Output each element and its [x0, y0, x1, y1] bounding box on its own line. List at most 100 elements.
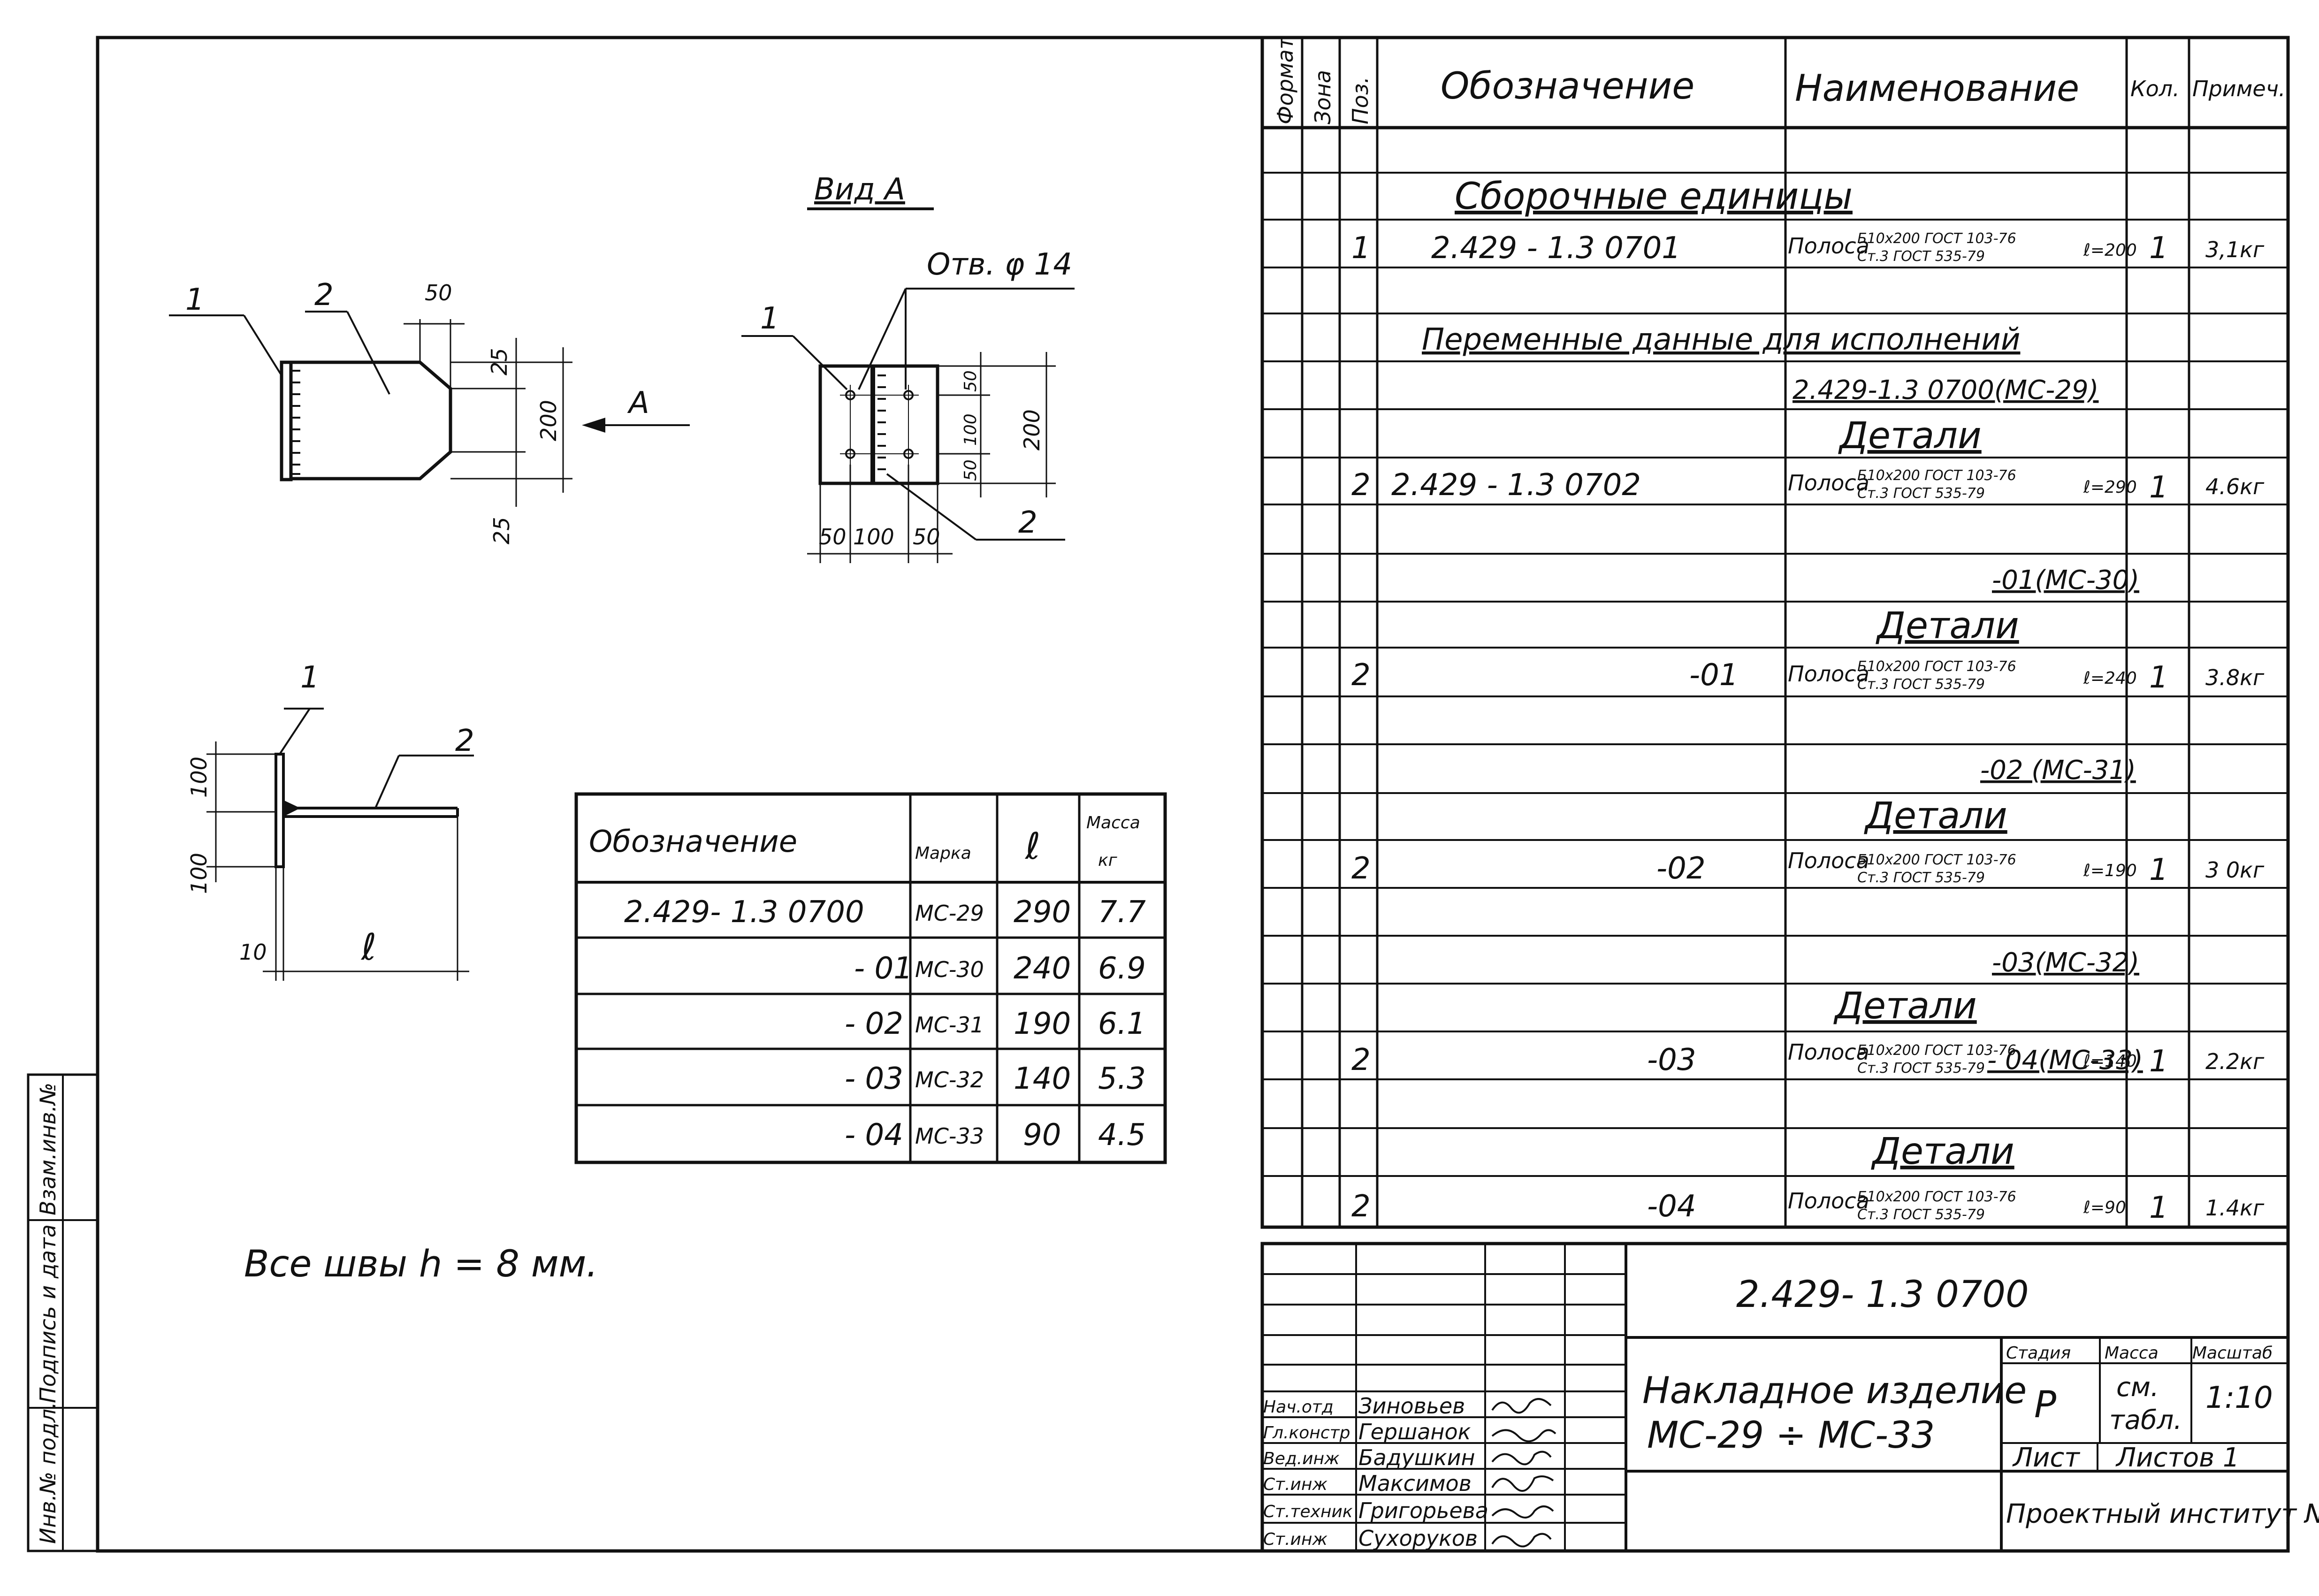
callout-1: 1 — [300, 660, 320, 695]
organization: Проектный институт №1 — [2006, 1499, 2319, 1529]
stage-label: Стадия — [2006, 1344, 2071, 1363]
svg-text:5.3: 5.3 — [1098, 1061, 1146, 1096]
scale-value: 1:10 — [2205, 1381, 2273, 1415]
details-heading: Детали — [1838, 415, 1982, 457]
replaces-inv-label: Взам.инв.№ — [35, 1083, 61, 1215]
dim-100-right: 100 — [961, 413, 980, 446]
svg-text:7.7: 7.7 — [1098, 895, 1146, 930]
signature — [1491, 1505, 1554, 1519]
svg-text:1: 1 — [2149, 1191, 2168, 1225]
svg-text:Григорьева: Григорьева — [1358, 1498, 1488, 1523]
spec-row: 2 -02 Полоса Б10х200 ГОСТ 103-76 Ст.3 ГО… — [1351, 848, 2265, 887]
dim-100-bottom: 100 — [186, 853, 212, 894]
svg-text:Ст.техник: Ст.техник — [1263, 1502, 1353, 1521]
plate-section — [275, 753, 285, 868]
signature — [1491, 1429, 1556, 1443]
svg-text:Ст.инж: Ст.инж — [1263, 1530, 1327, 1549]
svg-text:2.429 - 1.3 0702: 2.429 - 1.3 0702 — [1391, 468, 1641, 503]
vt-header-kg: кг — [1098, 851, 1118, 870]
svg-text:190: 190 — [1014, 1007, 1071, 1041]
sheets-label: Листов 1 — [2115, 1443, 2240, 1473]
details-heading: Детали — [1871, 1130, 2014, 1173]
signature — [1491, 1533, 1552, 1548]
dim-l: ℓ — [360, 926, 376, 969]
svg-text:Б10х200 ГОСТ 103-76: Б10х200 ГОСТ 103-76 — [1857, 1189, 2016, 1205]
svg-text:2.429 - 1.3 0701: 2.429 - 1.3 0701 — [1431, 231, 1681, 266]
dim-200: 200 — [536, 400, 561, 441]
svg-text:Полоса: Полоса — [1788, 1039, 1869, 1065]
svg-text:Максимов: Максимов — [1358, 1471, 1472, 1496]
signature — [1491, 1451, 1552, 1466]
svg-text:290: 290 — [1014, 895, 1071, 930]
vt-header-designation: Обозначение — [589, 825, 797, 859]
vt-header-l: ℓ — [1024, 825, 1040, 868]
svg-text:Полоса: Полоса — [1788, 848, 1869, 873]
svg-text:3,1кг: 3,1кг — [2205, 237, 2265, 262]
svg-text:Б10х200 ГОСТ 103-76: Б10х200 ГОСТ 103-76 — [1857, 467, 2016, 484]
svg-text:2.429- 1.3 0700: 2.429- 1.3 0700 — [624, 895, 864, 930]
svg-text:1: 1 — [2149, 470, 2168, 505]
dim-50-bottom-left: 50 — [819, 524, 847, 550]
title-line-2: МС-29 ÷ МС-33 — [1647, 1414, 1935, 1457]
svg-text:Гл.констр: Гл.констр — [1263, 1423, 1350, 1443]
variant-table: Обозначение Марка ℓ Масса кг 2.429- 1.3 … — [574, 792, 1167, 1164]
side-stamp: Инв.№ подл. Подпись и дата Взам.инв.№ — [27, 1073, 99, 1552]
dim-100-bottom: 100 — [853, 524, 894, 550]
variant-header: -02 (МС-31) — [1980, 755, 2136, 786]
hole-note: Отв. φ 14 — [927, 247, 1072, 282]
svg-text:Полоса: Полоса — [1788, 1188, 1869, 1214]
svg-text:ℓ=290: ℓ=290 — [2083, 478, 2137, 497]
svg-text:ℓ=240: ℓ=240 — [2083, 669, 2137, 688]
svg-text:2: 2 — [1351, 658, 1371, 693]
specification-table: Формат Зона Поз. Обозначение Наименовани… — [1260, 36, 2290, 1229]
dim-100-top: 100 — [186, 756, 212, 798]
svg-text:6.9: 6.9 — [1098, 951, 1146, 986]
staff-row: Вед.инж Бадушкин — [1263, 1445, 1552, 1470]
spec-header-note: Примеч. — [2192, 76, 2286, 101]
svg-text:МС-29: МС-29 — [915, 901, 984, 926]
title-block: Нач.отд Зиновьев Гл.констр Гершанок Вед.… — [1260, 1242, 2319, 1553]
staff-row: Ст.техник Григорьева — [1263, 1498, 1554, 1523]
dim-50-right-b: 50 — [961, 459, 980, 481]
details-heading: Детали — [1864, 795, 2007, 837]
svg-text:Зиновьев: Зиновьев — [1358, 1393, 1465, 1419]
svg-text:МС-31: МС-31 — [915, 1012, 984, 1038]
spec-header-pos: Поз. — [1348, 76, 1373, 124]
table-row: - 03 МС-32 140 5.3 — [845, 1061, 1146, 1096]
dim-25-bottom: 25 — [489, 517, 514, 544]
svg-text:2: 2 — [1351, 468, 1371, 503]
svg-text:1: 1 — [2149, 231, 2168, 266]
svg-text:1: 1 — [2149, 853, 2168, 887]
weld-note: Все швы h = 8 мм. — [244, 1243, 598, 1285]
svg-text:Ст.3 ГОСТ 535-79: Ст.3 ГОСТ 535-79 — [1857, 870, 1985, 886]
spec-header-format: Формат — [1273, 36, 1298, 124]
svg-text:МС-33: МС-33 — [915, 1123, 984, 1149]
svg-text:ℓ=90: ℓ=90 — [2083, 1198, 2126, 1217]
svg-text:Нач.отд: Нач.отд — [1263, 1397, 1334, 1417]
details-heading: Детали — [1833, 985, 1977, 1027]
dim-200: 200 — [1019, 409, 1045, 451]
signature — [1491, 1398, 1552, 1414]
svg-text:Б10х200 ГОСТ 103-76: Б10х200 ГОСТ 103-76 — [1857, 230, 2016, 247]
spec-header-zone: Зона — [1310, 70, 1335, 124]
svg-text:МС-32: МС-32 — [915, 1067, 984, 1092]
stage-value: Р — [2034, 1384, 2056, 1426]
svg-text:ℓ=190: ℓ=190 — [2083, 861, 2137, 880]
arrow-label: А — [627, 386, 649, 420]
table-row: - 04 МС-33 90 4.5 — [845, 1118, 1146, 1153]
svg-text:Полоса: Полоса — [1788, 661, 1869, 687]
svg-text:3 0кг: 3 0кг — [2205, 857, 2265, 883]
doc-number: 2.429- 1.3 0700 — [1736, 1274, 2029, 1316]
strip-2-outline — [291, 360, 452, 481]
sheet-label: Лист — [2012, 1443, 2080, 1473]
variant-header: - 04(МС-33) — [1987, 1045, 2143, 1076]
svg-text:90: 90 — [1023, 1118, 1061, 1153]
dim-50-bottom-right: 50 — [913, 524, 940, 550]
svg-text:Ст.3 ГОСТ 535-79: Ст.3 ГОСТ 535-79 — [1857, 1207, 1985, 1223]
mass-value-2: табл. — [2109, 1405, 2182, 1436]
svg-text:2.2кг: 2.2кг — [2205, 1049, 2265, 1074]
view-arrow — [582, 418, 605, 433]
svg-text:Вед.инж: Вед.инж — [1263, 1449, 1340, 1468]
signature — [1491, 1475, 1554, 1492]
